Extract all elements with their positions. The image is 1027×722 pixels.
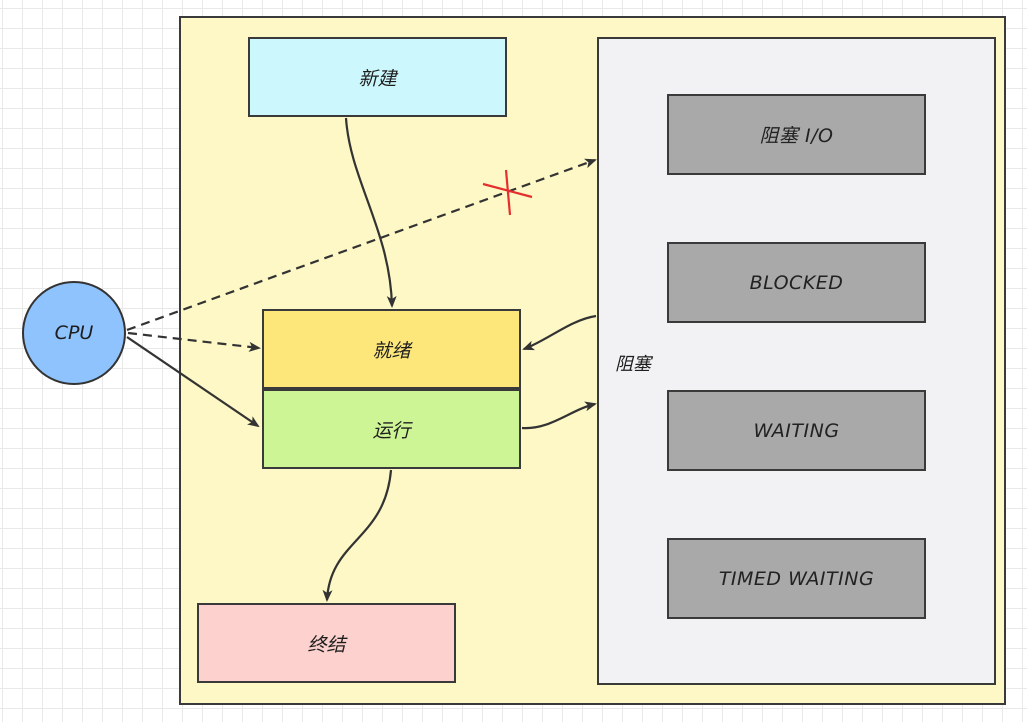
state-terminated-label: 终结 xyxy=(307,633,346,656)
state-running: 运行 xyxy=(262,389,521,469)
state-ready-label: 就绪 xyxy=(372,339,411,362)
state-new-label: 新建 xyxy=(358,67,397,90)
state-terminated: 终结 xyxy=(197,603,456,683)
cpu-node: CPU xyxy=(22,281,126,385)
arrow-running-to-blocked xyxy=(521,401,597,430)
arrow-blocked-to-ready xyxy=(522,314,597,351)
cross-mark-icon xyxy=(482,169,533,216)
blocked-group-label: 阻塞 xyxy=(615,354,651,375)
blocked-state-blocked-label: BLOCKED xyxy=(749,271,844,294)
blocked-state-blocked: BLOCKED xyxy=(667,242,926,323)
blocked-state-waiting: WAITING xyxy=(667,390,926,471)
blocked-state-timed-waiting-label: TIMED WAITING xyxy=(718,567,875,590)
blocked-state-io-label: 阻塞 I/O xyxy=(759,125,834,147)
arrow-cpu-to-ready-dashed xyxy=(127,331,261,352)
state-ready: 就绪 xyxy=(262,309,521,389)
cpu-label: CPU xyxy=(54,322,94,344)
blocked-state-timed-waiting: TIMED WAITING xyxy=(667,538,926,619)
blocked-state-io: 阻塞 I/O xyxy=(667,94,926,175)
arrow-running-to-terminated xyxy=(322,469,393,602)
blocked-state-waiting-label: WAITING xyxy=(753,419,840,442)
state-running-label: 运行 xyxy=(372,419,411,442)
arrow-cpu-to-blocked-dashed xyxy=(126,158,597,332)
arrow-cpu-to-running xyxy=(126,336,260,428)
state-new: 新建 xyxy=(248,37,507,117)
arrow-new-to-ready xyxy=(344,117,397,308)
